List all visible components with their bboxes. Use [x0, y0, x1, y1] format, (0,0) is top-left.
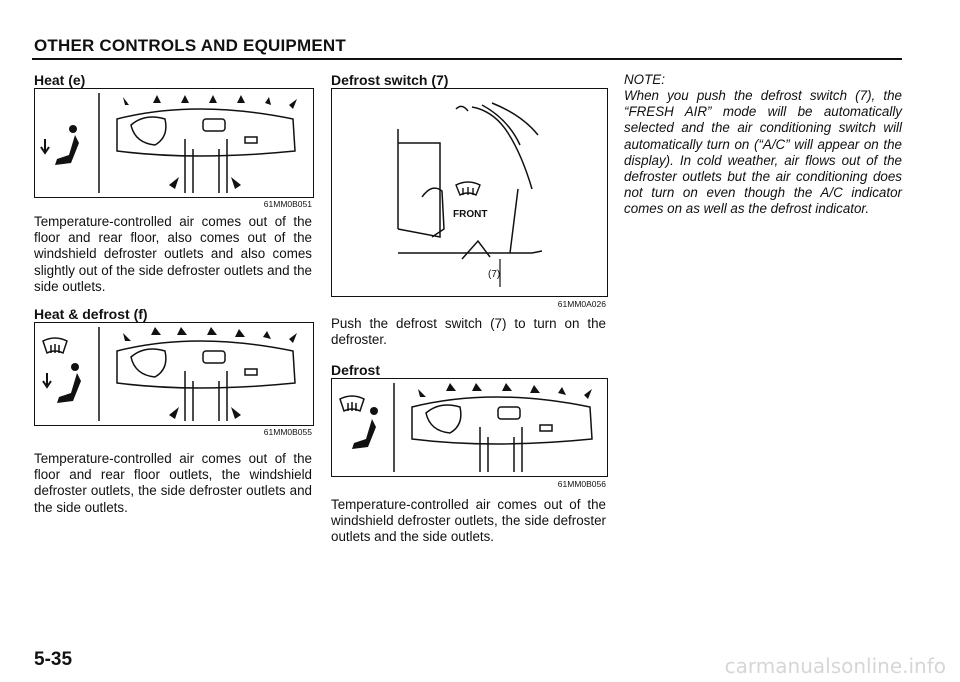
seat-person-icon	[40, 125, 79, 165]
heat-title: Heat (e)	[34, 72, 86, 88]
heatdef-figure-code: 61MM0B055	[263, 427, 312, 437]
dashboard-illustration	[40, 93, 297, 193]
heat-figure	[34, 88, 314, 198]
defrost-figure	[331, 378, 608, 477]
dashboard-illustration	[397, 102, 543, 287]
defrost-icon	[339, 395, 365, 413]
arrow-icon	[123, 95, 297, 189]
switch-figure-code: 61MM0A026	[557, 299, 606, 309]
heat-description: Temperature-controlled air comes out of …	[34, 214, 312, 294]
note-text: When you push the defrost switch (7), th…	[624, 88, 902, 217]
heatdef-figure	[34, 322, 314, 426]
page-number: 5-35	[34, 649, 73, 670]
arrow-icon	[123, 327, 297, 419]
heatdef-description: Temperature-controlled air comes out of …	[34, 451, 312, 515]
arrow-icon	[418, 383, 592, 399]
defrost-icon	[455, 181, 481, 196]
dashboard-illustration	[339, 383, 593, 472]
note-label: NOTE:	[624, 72, 665, 87]
page-header: OTHER CONTROLS AND EQUIPMENT	[34, 36, 346, 55]
switch-description: Push the defrost switch (7) to turn on t…	[331, 316, 606, 348]
switch-figure: FRONT (7)	[331, 88, 608, 297]
defrost-title: Defrost	[331, 362, 381, 378]
heat-figure-code: 61MM0B051	[263, 199, 312, 209]
switch-front-label: FRONT	[453, 209, 488, 220]
switch-number-label: (7)	[488, 269, 501, 280]
header-rule	[32, 58, 902, 60]
defrost-icon	[42, 337, 68, 355]
heatdef-title: Heat & defrost (f)	[34, 306, 148, 322]
seat-person-icon	[352, 407, 378, 449]
watermark: carmanualsonline.info	[724, 654, 946, 678]
seat-person-icon	[42, 363, 81, 403]
defrost-figure-code: 61MM0B056	[557, 479, 606, 489]
dashboard-illustration	[42, 327, 297, 421]
defrost-description: Temperature-controlled air comes out of …	[331, 497, 606, 545]
switch-title: Defrost switch (7)	[331, 72, 449, 88]
